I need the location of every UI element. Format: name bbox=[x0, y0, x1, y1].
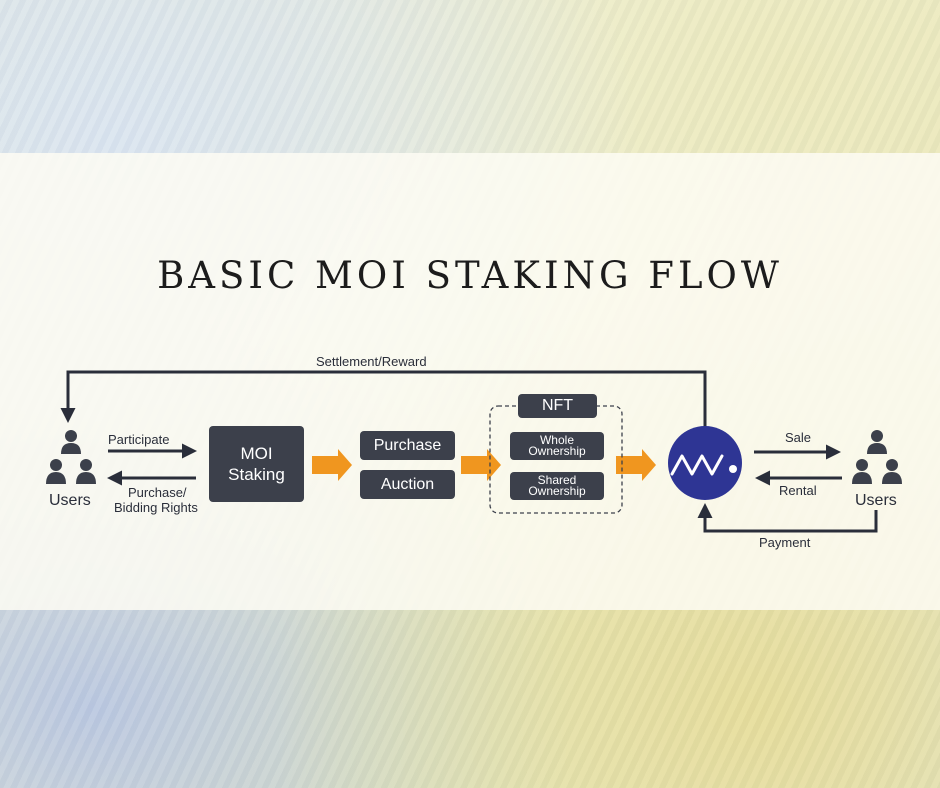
moi-staking-box: MOI Staking bbox=[209, 426, 304, 502]
orange-arrow-1 bbox=[312, 449, 352, 481]
moi-staking-line-2: Staking bbox=[228, 465, 285, 484]
shared-ownership-line-2: Ownership bbox=[528, 484, 586, 498]
purchase-rights-label-2: Bidding Rights bbox=[114, 500, 198, 515]
payment-line bbox=[697, 503, 878, 533]
settlement-label: Settlement/Reward bbox=[316, 354, 427, 369]
shared-ownership-line-1: Shared bbox=[537, 473, 577, 487]
whole-ownership-line-2: Ownership bbox=[528, 444, 586, 458]
whole-ownership-line-1: Whole bbox=[539, 433, 574, 447]
auction-box: Auction bbox=[360, 470, 455, 499]
payment-label: Payment bbox=[759, 535, 811, 550]
left-users-icon bbox=[46, 430, 96, 484]
participate-label: Participate bbox=[108, 432, 170, 447]
moi-staking-line-1: MOI bbox=[240, 444, 273, 463]
whole-ownership-box: Whole Ownership bbox=[510, 432, 604, 460]
left-users-label: Users bbox=[49, 492, 91, 509]
orange-arrow-2 bbox=[461, 449, 501, 481]
right-users-label: Users bbox=[855, 492, 897, 509]
settlement-line bbox=[60, 370, 707, 428]
right-users-icon bbox=[852, 430, 902, 484]
page-title: BASIC MOI STAKING FLOW bbox=[157, 254, 783, 297]
sale-label: Sale bbox=[785, 430, 812, 445]
nft-box: NFT bbox=[518, 394, 597, 418]
title-banner bbox=[0, 153, 940, 610]
purchase-box: Purchase bbox=[360, 431, 455, 460]
moi-logo-icon bbox=[668, 426, 742, 500]
rental-label: Rental bbox=[779, 483, 817, 498]
purchase-rights-label-1: Purchase/ bbox=[128, 485, 187, 500]
shared-ownership-box: Shared Ownership bbox=[510, 472, 604, 500]
orange-arrow-3 bbox=[616, 449, 656, 481]
